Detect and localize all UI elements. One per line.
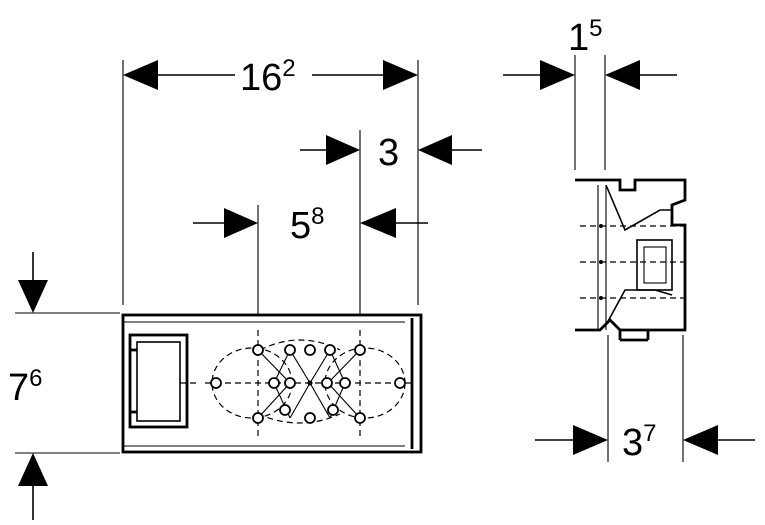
dim-label-total-width: 162 (240, 55, 296, 99)
dimension-side-top: 15 (503, 15, 677, 170)
dim-label-side-top: 15 (568, 15, 603, 59)
dim-label-hole-spacing: 58 (290, 203, 325, 247)
side-view-body (575, 178, 690, 342)
front-view-panel (121, 313, 423, 454)
dimension-height: 76 (8, 252, 120, 520)
dimension-hole-spacing: 58 (193, 203, 428, 315)
dim-label-right-offset: 3 (378, 132, 399, 174)
panel-opening (128, 333, 198, 429)
dim-label-side-depth: 37 (622, 420, 657, 464)
dim-label-height: 76 (8, 365, 43, 409)
mounting-holes (210, 344, 406, 424)
dimension-right-offset: 3 (300, 130, 482, 315)
dimension-total-width: 162 (122, 55, 419, 305)
dimension-side-depth: 37 (535, 335, 755, 464)
